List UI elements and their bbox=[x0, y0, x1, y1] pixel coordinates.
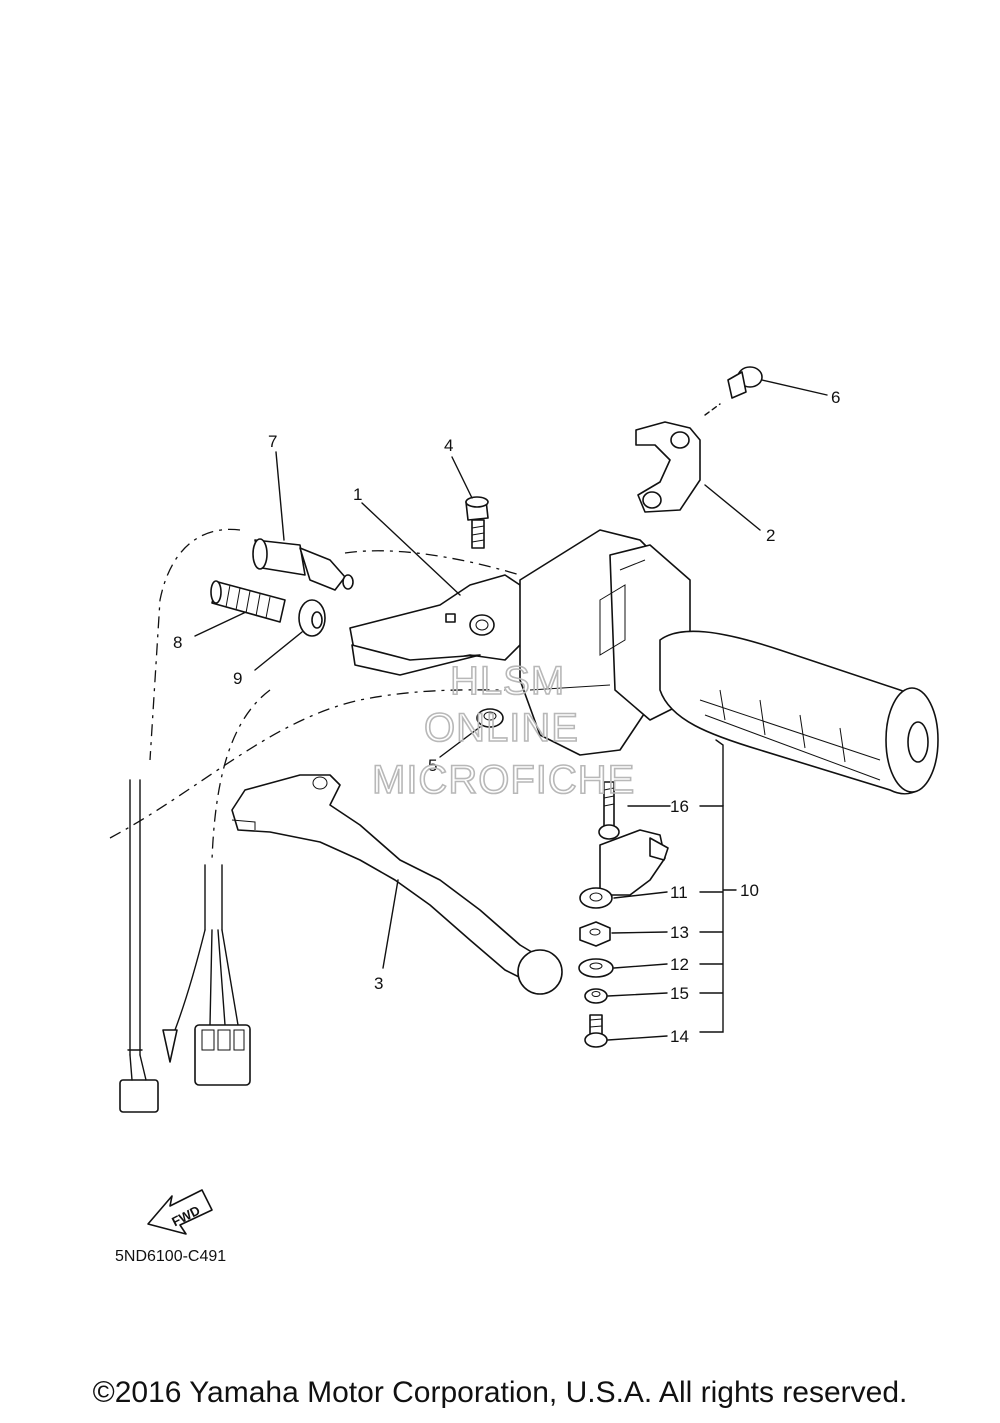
cable-routing-line-2 bbox=[211, 689, 271, 861]
drawing-code: 5ND6100-C491 bbox=[115, 1248, 227, 1265]
label-part-14: 14 bbox=[670, 1027, 689, 1046]
label-part-3: 3 bbox=[374, 974, 383, 993]
label-part-5: 5 bbox=[428, 756, 437, 775]
leader-5 bbox=[439, 726, 481, 758]
leader-9 bbox=[254, 631, 303, 671]
handlebar-grip bbox=[659, 630, 939, 795]
label-part-6: 6 bbox=[831, 388, 840, 407]
part-5-nut bbox=[476, 708, 504, 728]
part-3-clutch-lever bbox=[231, 774, 563, 995]
leader-15 bbox=[607, 992, 668, 997]
wire-terminal bbox=[162, 1029, 178, 1063]
watermark-line-2: ONLINE bbox=[424, 706, 579, 750]
label-part-9: 9 bbox=[233, 669, 242, 688]
leader-1 bbox=[361, 502, 461, 596]
leader-3 bbox=[382, 879, 399, 969]
bracket-10 bbox=[699, 805, 737, 1033]
label-part-7: 7 bbox=[268, 432, 277, 451]
leader-grip-bracket bbox=[715, 739, 724, 807]
label-part-1: 1 bbox=[353, 485, 362, 504]
switch-wire-harness bbox=[204, 864, 223, 931]
label-part-11: 11 bbox=[670, 883, 688, 902]
leader-12 bbox=[613, 963, 668, 969]
handlebar-centerline bbox=[344, 550, 521, 576]
leader-13 bbox=[611, 931, 668, 934]
leader-6 bbox=[761, 379, 828, 396]
leader-4 bbox=[451, 456, 473, 499]
label-part-12: 12 bbox=[670, 955, 689, 974]
throttle-connector bbox=[119, 1079, 159, 1113]
handlebar-centerline-lower bbox=[109, 689, 506, 839]
leader-2 bbox=[704, 484, 761, 531]
part-12-washer bbox=[578, 958, 614, 978]
part-14-screw bbox=[584, 1014, 608, 1048]
watermark-line-3: MICROFICHE bbox=[372, 758, 635, 802]
fwd-arrow-icon: FWD bbox=[147, 1189, 213, 1235]
watermark-line-1: HLSM bbox=[450, 659, 565, 703]
leader-14 bbox=[607, 1035, 668, 1041]
label-part-15: 15 bbox=[670, 984, 689, 1003]
leader-11 bbox=[613, 891, 668, 899]
switch-housing bbox=[519, 529, 691, 756]
label-part-16: 16 bbox=[670, 797, 689, 816]
part-11-lever bbox=[579, 829, 669, 909]
copyright-notice: ©2016 Yamaha Motor Corporation, U.S.A. A… bbox=[92, 1376, 908, 1409]
part-4-pivot-bolt bbox=[465, 496, 489, 549]
switch-connector bbox=[194, 1024, 251, 1086]
label-part-8: 8 bbox=[173, 633, 182, 652]
label-part-2: 2 bbox=[766, 526, 775, 545]
leader-8 bbox=[194, 611, 247, 637]
part-15-washer bbox=[584, 988, 608, 1004]
part-7-cable-adjuster bbox=[252, 538, 354, 591]
leader-7 bbox=[275, 451, 285, 541]
part-6-screw bbox=[727, 366, 763, 399]
part-13-nut bbox=[579, 921, 611, 947]
label-part-4: 4 bbox=[444, 436, 453, 455]
part-8-adjuster-bolt bbox=[210, 580, 286, 623]
label-part-10: 10 bbox=[740, 881, 759, 900]
part-16-pivot-bolt bbox=[598, 781, 620, 840]
cable-routing-line bbox=[149, 528, 241, 761]
label-part-13: 13 bbox=[670, 923, 689, 942]
part-2-clamp bbox=[635, 421, 701, 513]
part-9-locknut bbox=[298, 599, 326, 637]
